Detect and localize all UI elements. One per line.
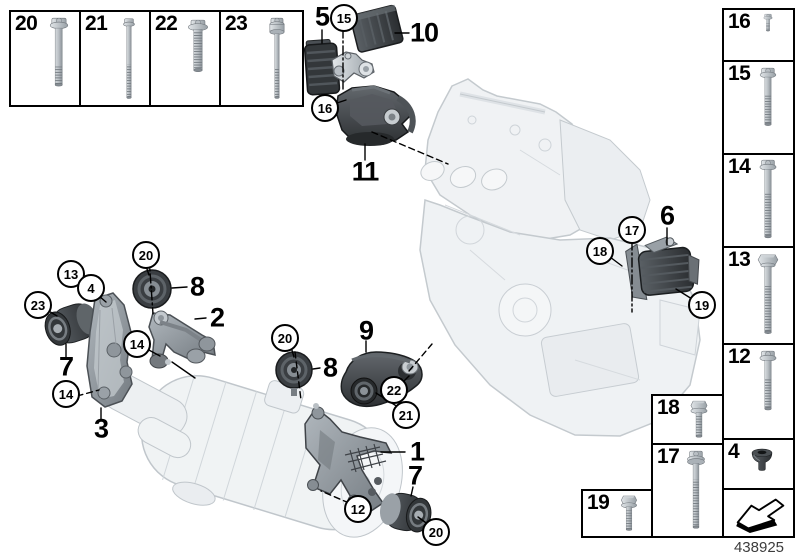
medium-flange-bolt-icon (746, 66, 790, 150)
callout-1[interactable]: 1 (409, 436, 425, 467)
callout-circled-20[interactable]: 20 (132, 241, 160, 269)
callout-circled-16[interactable]: 16 (311, 94, 339, 122)
fastener-box-4[interactable]: 4 (722, 438, 795, 490)
callout-7[interactable]: 7 (58, 351, 74, 382)
fastener-box-16[interactable]: 16 (722, 8, 795, 62)
callout-circled-14[interactable]: 14 (123, 330, 151, 358)
fastener-box-18[interactable]: 18 (651, 394, 724, 445)
callout-6[interactable]: 6 (659, 200, 675, 231)
part-1-bracket (304, 403, 393, 514)
thin-long-bolt-icon (107, 16, 151, 104)
fastener-number: 19 (587, 491, 610, 514)
document-number: 438925 (733, 539, 785, 556)
part-2-bracket (148, 310, 216, 369)
callout-circled-4[interactable]: 4 (77, 274, 105, 302)
callout-8[interactable]: 8 (322, 352, 338, 383)
stubby-threaded-bolt-icon (173, 18, 223, 104)
part-3-bracket (86, 292, 133, 408)
direction-arrow-icon (736, 498, 785, 533)
callout-8[interactable]: 8 (189, 271, 205, 302)
fastener-number: 17 (657, 445, 680, 468)
part-15-bracket (331, 51, 375, 83)
blind-rivet-nut-icon (734, 443, 790, 487)
fastener-box-15[interactable]: 15 (722, 60, 795, 155)
fastener-box-17[interactable]: 17 (651, 443, 724, 538)
hex-head-bolt-icon (746, 252, 790, 340)
fastener-number: 4 (728, 440, 740, 463)
callout-circled-18[interactable]: 18 (586, 237, 614, 265)
callout-circled-20[interactable]: 20 (271, 324, 299, 352)
fastener-number: 21 (85, 12, 108, 35)
callout-circled-14[interactable]: 14 (52, 380, 80, 408)
callout-7[interactable]: 7 (407, 460, 423, 491)
washer-long-bolt-icon (673, 449, 719, 534)
fastener-box-21[interactable]: 21 (79, 10, 151, 107)
part-6-mount (625, 236, 700, 301)
callout-circled-15[interactable]: 15 (330, 4, 358, 32)
fastener-box-19[interactable]: 19 (581, 489, 653, 538)
callout-circled-12[interactable]: 12 (344, 495, 372, 523)
callout-circled-21[interactable]: 21 (392, 401, 420, 429)
torx-flange-bolt-icon (37, 16, 81, 104)
callout-2[interactable]: 2 (209, 302, 225, 333)
fastener-number: 12 (728, 345, 751, 368)
fastener-box-23[interactable]: 23 (219, 10, 304, 107)
callout-3[interactable]: 3 (93, 413, 109, 444)
fastener-number: 15 (728, 62, 751, 85)
part-11 (335, 85, 416, 146)
callout-5[interactable]: 5 (314, 1, 330, 32)
short-hex-flange-bolt-icon (677, 399, 721, 442)
callout-circled-23[interactable]: 23 (24, 291, 52, 319)
short-hex-flange-bolt-icon (607, 494, 651, 535)
callout-circled-13[interactable]: 13 (57, 260, 85, 288)
long-flange-bolt-icon (746, 158, 790, 244)
medium-flange-bolt-icon (746, 349, 790, 435)
fastener-number: 13 (728, 248, 751, 271)
fastener-number: 22 (155, 12, 178, 35)
callout-circled-20[interactable]: 20 (422, 518, 450, 546)
callout-11[interactable]: 11 (351, 156, 380, 187)
part-9-torque-arm (340, 351, 423, 408)
part-10 (349, 4, 404, 53)
callout-circled-22[interactable]: 22 (380, 376, 408, 404)
callout-10[interactable]: 10 (409, 17, 439, 48)
fastener-number: 23 (225, 12, 248, 35)
fastener-number: 14 (728, 155, 751, 178)
fastener-box-20[interactable]: 20 (9, 10, 81, 107)
fastener-box-13[interactable]: 13 (722, 246, 795, 345)
part-8-bushing-upper (132, 269, 172, 309)
direction-arrow-box (722, 488, 795, 538)
fastener-box-14[interactable]: 14 (722, 153, 795, 248)
fastener-number: 18 (657, 396, 680, 419)
fastener-number: 20 (15, 12, 38, 35)
callout-circled-17[interactable]: 17 (618, 216, 646, 244)
fastener-box-12[interactable]: 12 (722, 343, 795, 440)
callout-9[interactable]: 9 (358, 315, 374, 346)
part-5 (303, 39, 341, 96)
short-flange-bolt-icon (748, 13, 788, 59)
spacer-washer-bolt-icon (255, 16, 299, 104)
fastener-number: 16 (728, 10, 751, 33)
fastener-box-22[interactable]: 22 (149, 10, 221, 107)
callout-circled-19[interactable]: 19 (688, 291, 716, 319)
